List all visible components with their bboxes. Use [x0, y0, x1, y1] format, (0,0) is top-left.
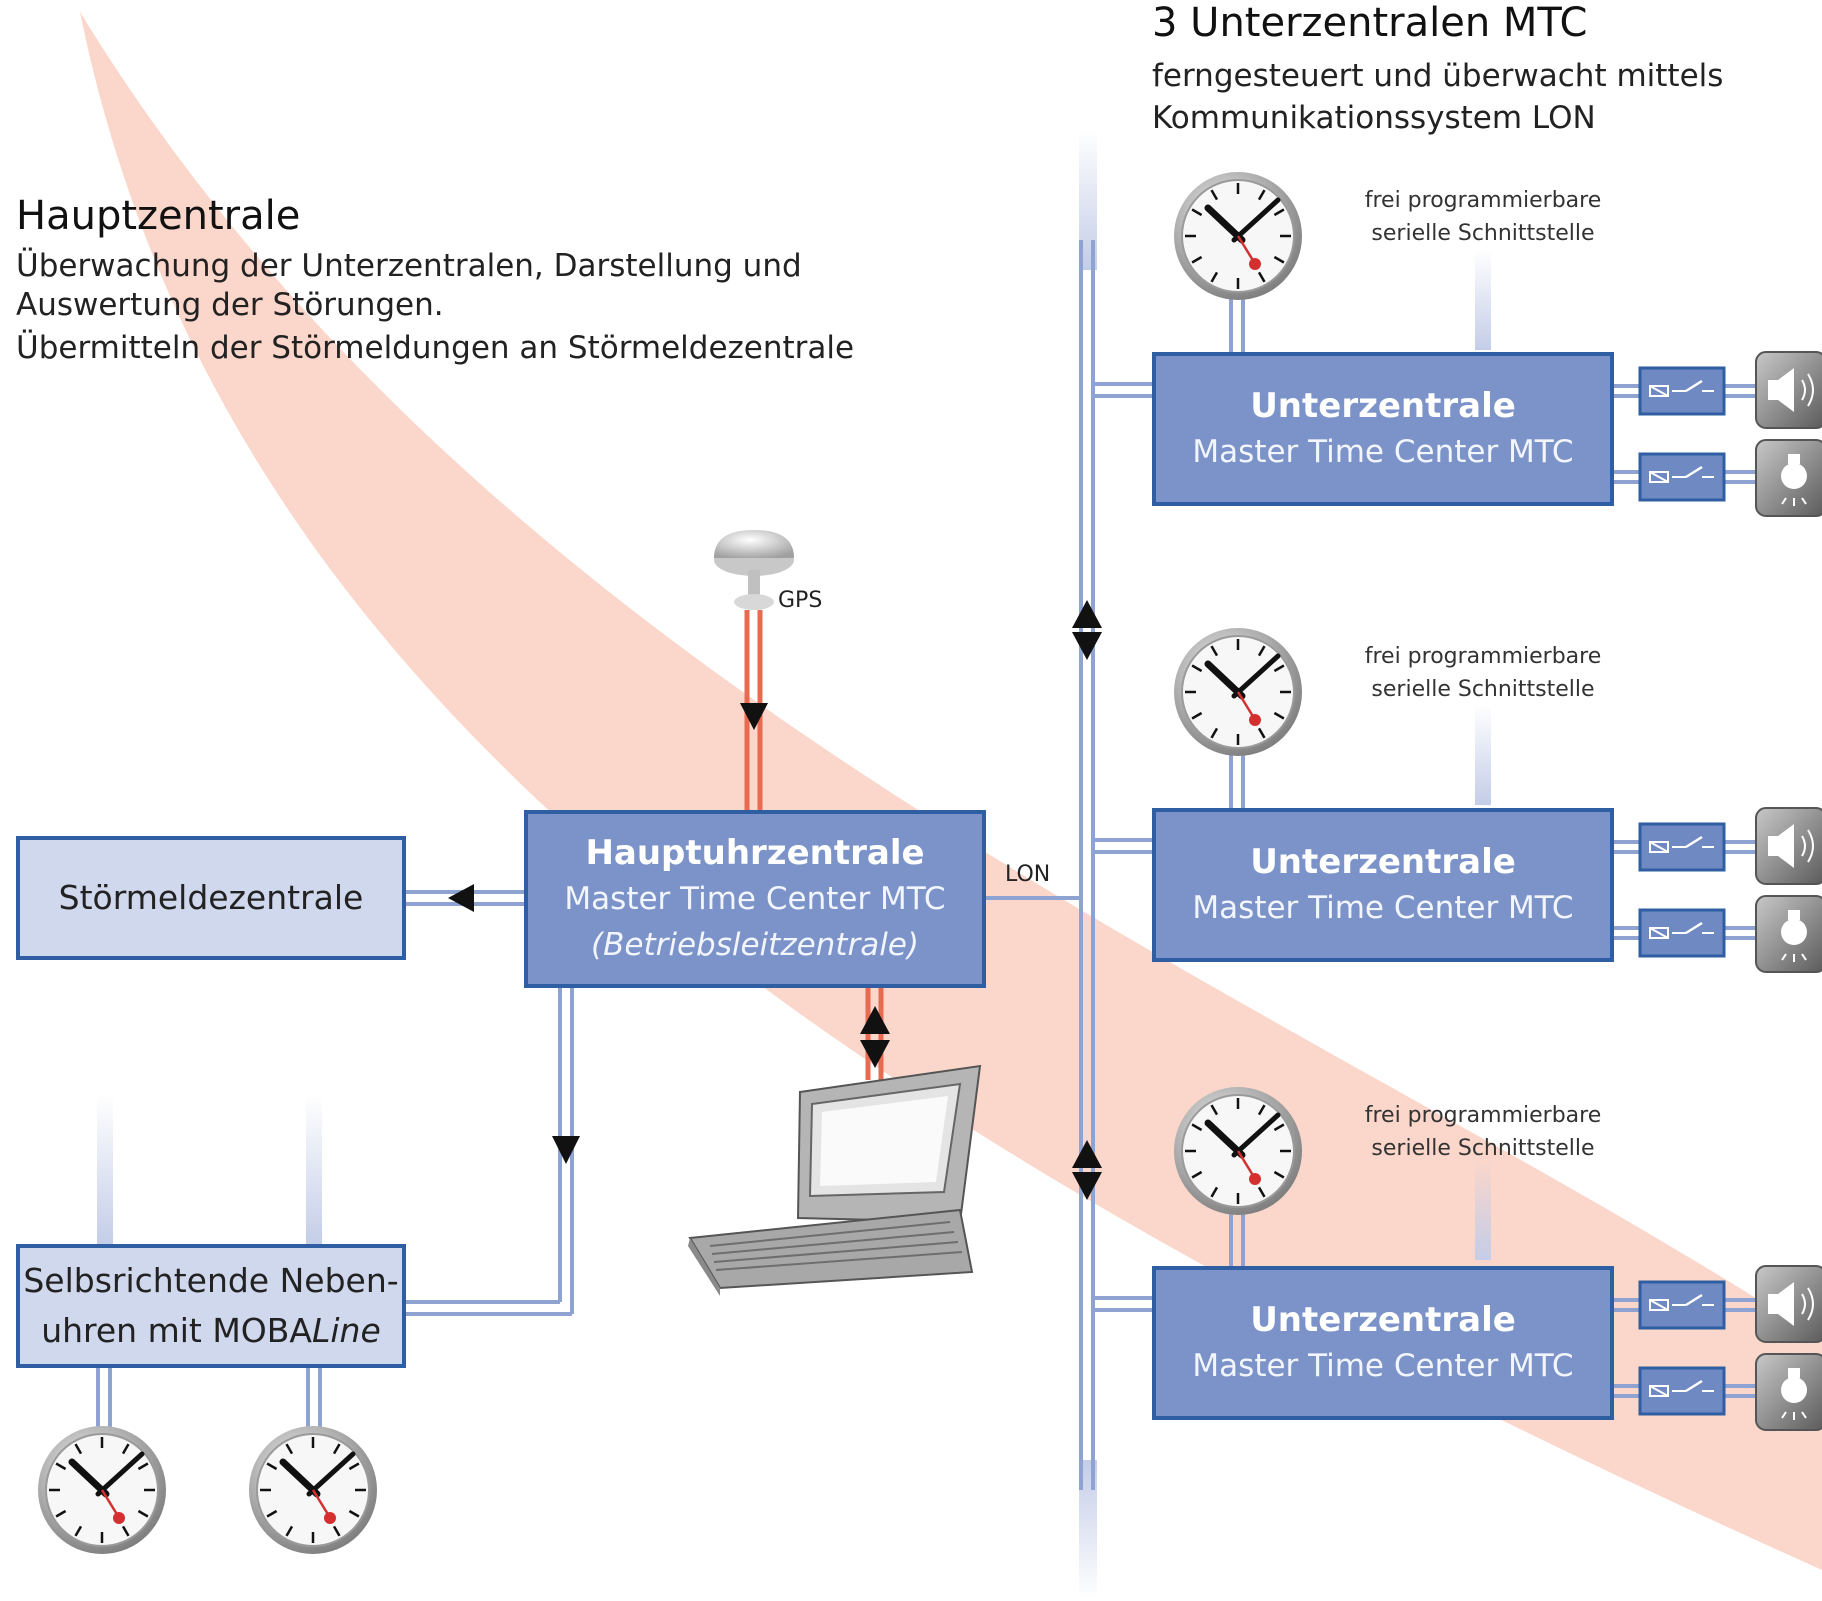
sub-centers-desc-line1: ferngesteuert und überwacht mittels: [1152, 58, 1724, 94]
gps-antenna-icon: [714, 530, 794, 610]
arrow-icon: [740, 703, 768, 730]
main-center-desc-line1: Überwachung der Unterzentralen, Darstell…: [16, 248, 802, 284]
clock-icon: [38, 1426, 166, 1554]
laptop-icon: [688, 1064, 982, 1296]
lamp-icon: [1755, 439, 1822, 517]
main-center-desc-line2: Auswertung der Störungen.: [16, 287, 444, 323]
main-center-desc-line3: Übermitteln der Störmeldungen an Störmel…: [16, 330, 855, 366]
relay-switch-icon: [1638, 366, 1726, 416]
sub-center-box-3: Unterzentrale Master Time Center MTC: [1152, 1266, 1614, 1420]
relay-switch-icon: [1638, 1280, 1726, 1330]
clock-icon: [1174, 172, 1302, 300]
speaker-icon: [1755, 1265, 1822, 1343]
lamp-icon: [1755, 895, 1822, 973]
speaker-icon: [1755, 351, 1822, 429]
slave-clocks-line2: uhren mit MOBALine: [41, 1311, 381, 1350]
interface-label-1: frei programmierbare serielle Schnittste…: [1364, 188, 1602, 246]
relay-switch-icon: [1638, 822, 1726, 872]
relay-switch-icon: [1638, 1366, 1726, 1416]
sub-center-box-1: Unterzentrale Master Time Center MTC: [1152, 352, 1614, 506]
main-center-title: Hauptzentrale: [16, 193, 301, 239]
clock-icon: [249, 1426, 377, 1554]
gps-label: GPS: [778, 588, 823, 613]
main-clock-center-box: Hauptuhrzentrale Master Time Center MTC …: [524, 810, 986, 988]
lon-label: LON: [1005, 862, 1051, 887]
sub-centers-desc-line2: Kommunikationssystem LON: [1152, 100, 1596, 136]
sub-centers-title: 3 Unterzentralen MTC: [1152, 0, 1588, 46]
clock-icon: [1174, 1087, 1302, 1215]
relay-switch-icon: [1638, 908, 1726, 958]
speaker-icon: [1755, 807, 1822, 885]
clock-icon: [1174, 628, 1302, 756]
sub-center-box-2: Unterzentrale Master Time Center MTC: [1152, 808, 1614, 962]
alarm-center-box: Störmeldezentrale: [16, 836, 406, 960]
slave-clocks-box: Selbsrichtende Neben- uhren mit MOBALine: [16, 1244, 406, 1368]
background-swoosh: [80, 12, 1822, 1570]
relay-switch-icon: [1638, 452, 1726, 502]
interface-label-3: frei programmierbare serielle Schnittste…: [1364, 1103, 1602, 1161]
lamp-icon: [1755, 1353, 1822, 1431]
interface-label-2: frei programmierbare serielle Schnittste…: [1364, 644, 1602, 702]
